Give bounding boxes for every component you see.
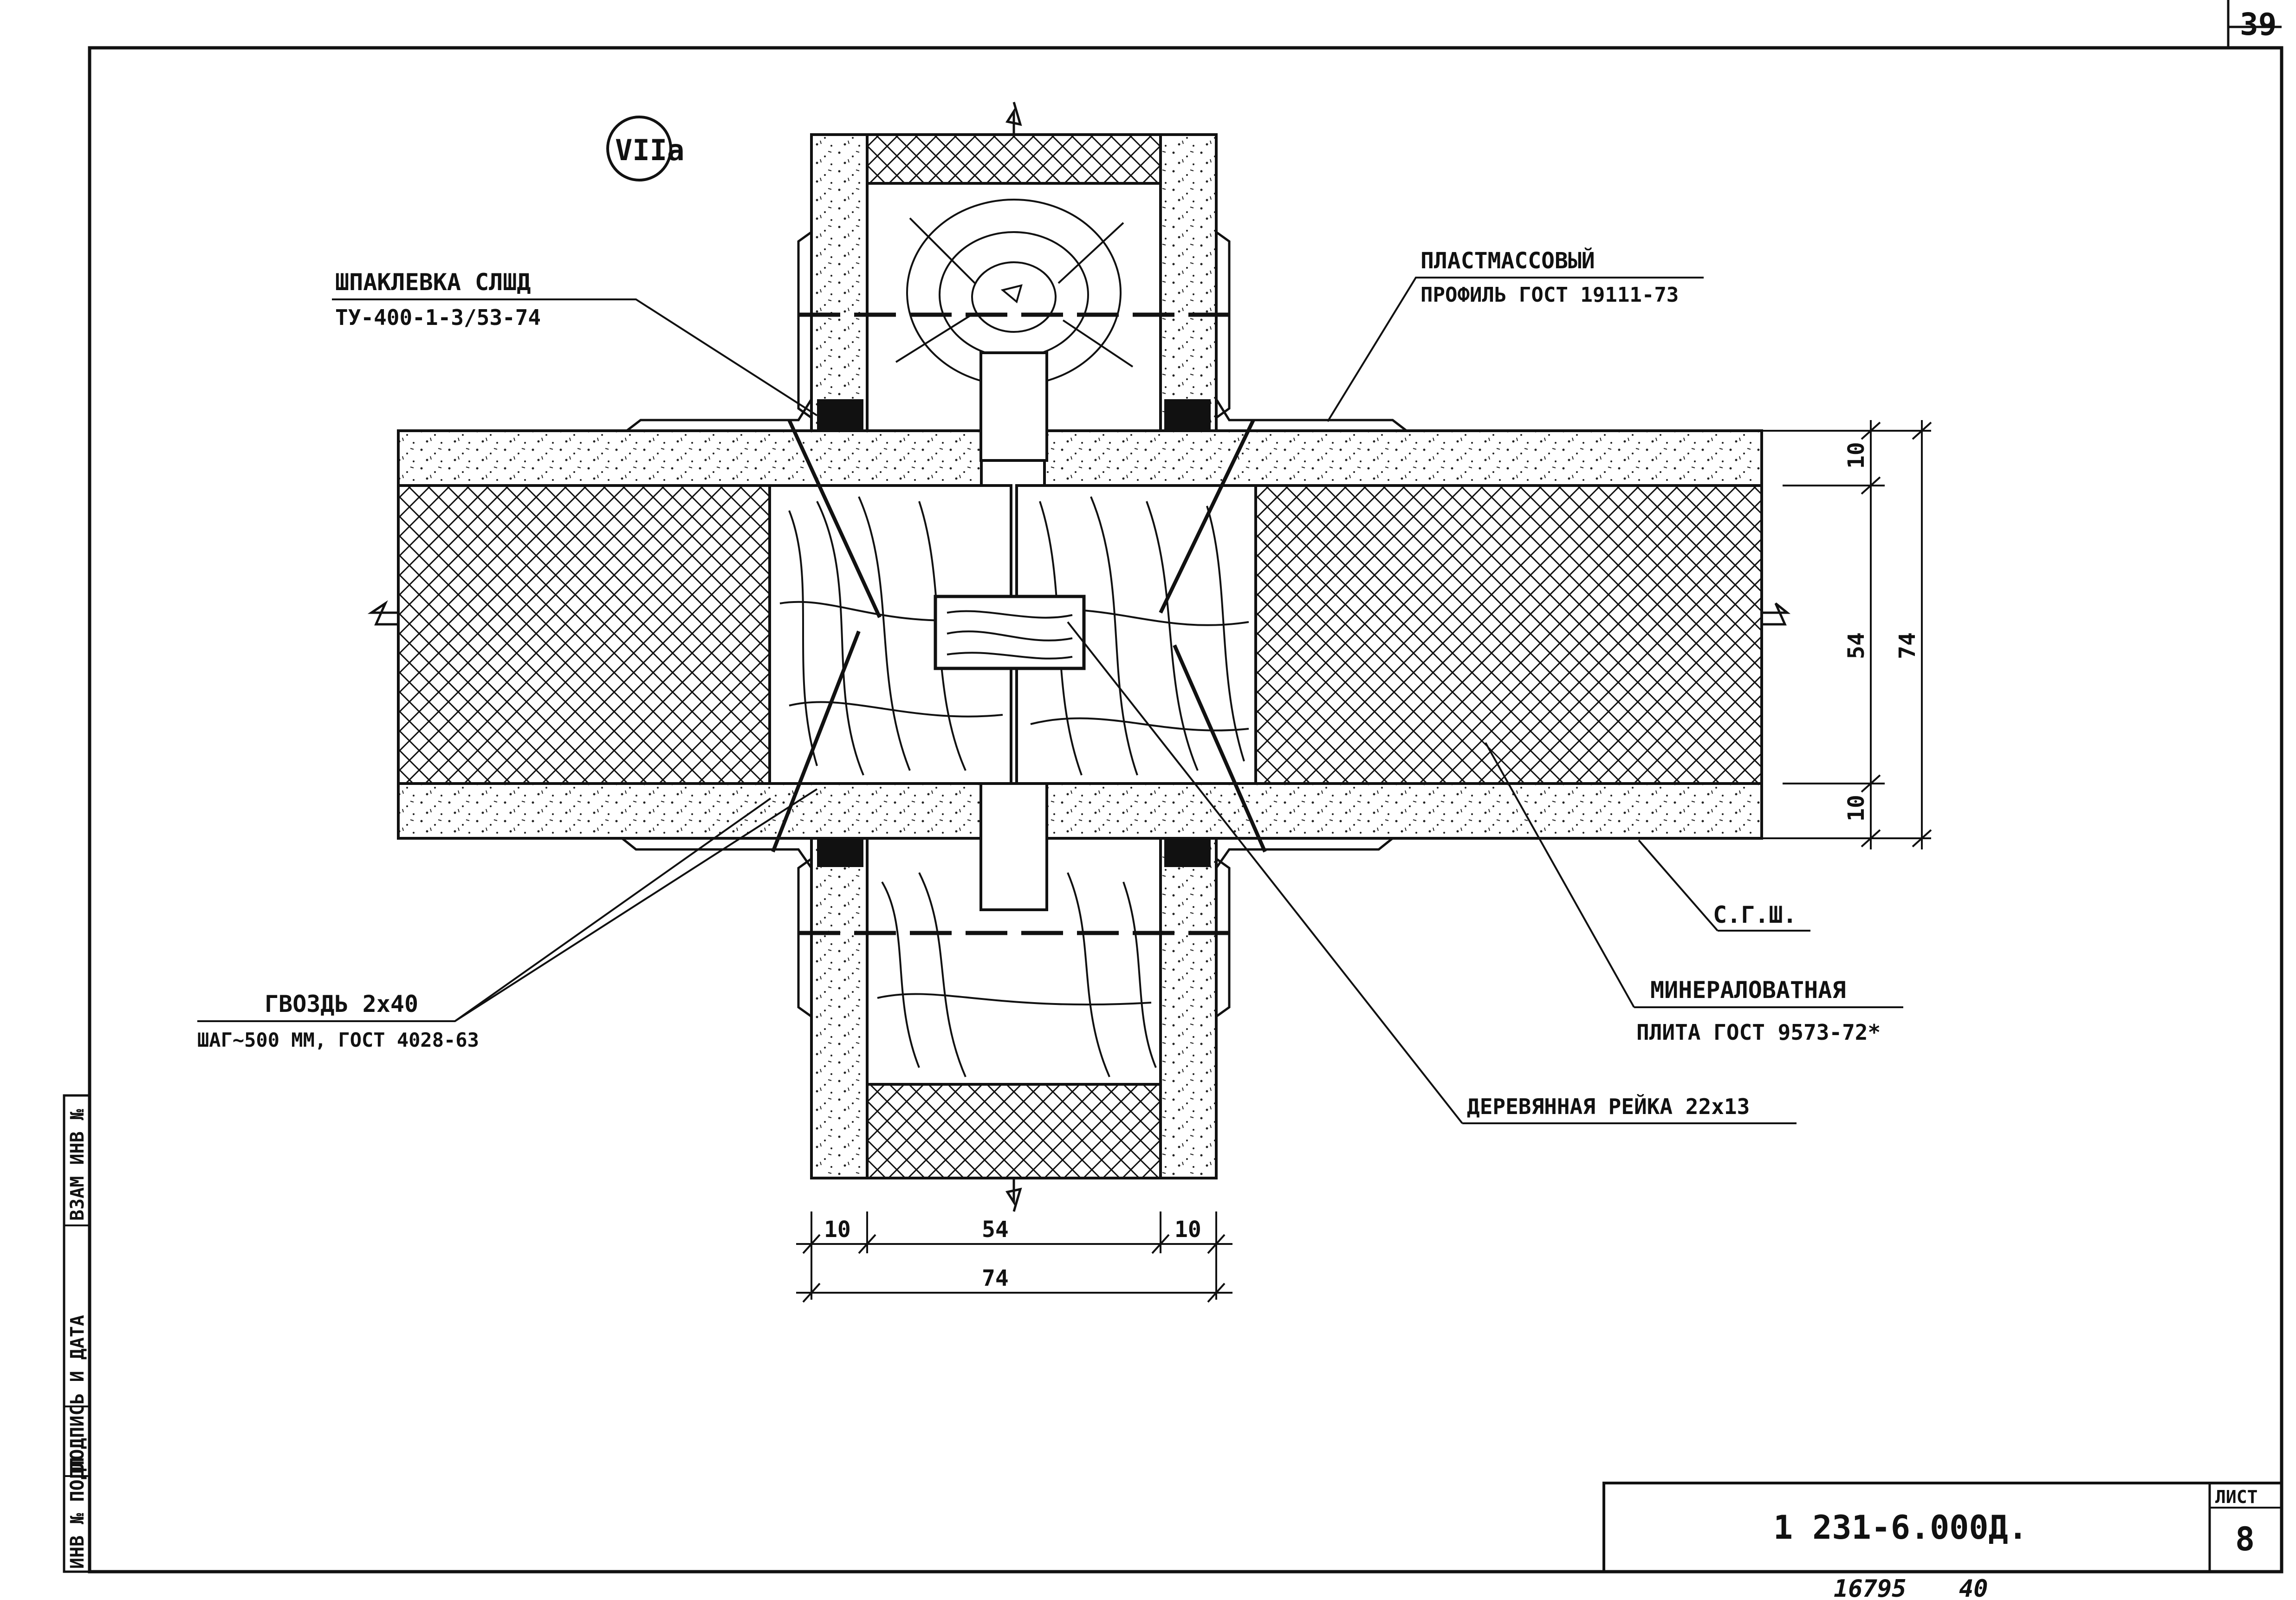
label-nail-line2: ШАГ~500 ММ, ГОСТ 4028-63 <box>197 1029 479 1051</box>
label-putty-line1: ШПАКЛЕВКА СЛШД <box>335 269 531 296</box>
mineral-wool-left <box>397 484 771 785</box>
corner-page-number: 39 <box>2240 6 2277 42</box>
dim-bottom-mid: 54 <box>982 1217 1009 1243</box>
section-mark: VIIa <box>606 116 684 181</box>
dim-right-mid: 54 <box>1843 632 1869 659</box>
vertical-member-bottom <box>797 782 1235 1212</box>
side-stamp-vzam-inv: ВЗАМ ИНВ № <box>67 1109 88 1221</box>
vertical-member-top <box>797 102 1235 462</box>
dim-bottom-right: 10 <box>1174 1217 1201 1243</box>
dim-bottom-total: 74 <box>982 1265 1009 1291</box>
label-csh: С.Г.Ш. <box>1713 901 1797 928</box>
putty-bottom-left <box>817 838 863 867</box>
document-code: 1 231-6.000Д. <box>1773 1509 2028 1547</box>
dim-right-bottom: 10 <box>1843 795 1869 822</box>
bottom-page: 40 <box>1959 1575 1988 1600</box>
dim-right-total: 74 <box>1894 632 1920 659</box>
dim-right-top: 10 <box>1843 442 1869 469</box>
putty-top-left <box>817 399 863 431</box>
dim-bottom-left: 10 <box>824 1217 851 1243</box>
label-mineral-line2: ПЛИТА ГОСТ 9573-72* <box>1636 1020 1881 1045</box>
side-stamp-inv-podl: ИНВ № ПОДЛ <box>67 1457 88 1569</box>
section-mark-label: VIIa <box>615 133 684 167</box>
label-nail-line1: ГВОЗДЬ 2х40 <box>265 991 418 1017</box>
label-wood-rail: ДЕРЕВЯННАЯ РЕЙКА 22х13 <box>1467 1094 1750 1119</box>
label-putty-line2: ТУ-400-1-3/53-74 <box>335 305 541 330</box>
horizontal-panel <box>367 429 1791 840</box>
nails <box>771 419 1267 853</box>
drawing-frame <box>88 0 2283 1574</box>
label-mineral-line1: МИНЕРАЛОВАТНАЯ <box>1650 977 1846 1004</box>
plastic-profiles <box>621 398 1407 869</box>
side-stamp: ИНВ № ПОДЛ ПОДПИСЬ И ДАТА ВЗАМ ИНВ № <box>63 1094 91 1573</box>
bottom-number: 16795 <box>1834 1575 1907 1600</box>
side-stamp-sign-date: ПОДПИСЬ И ДАТА <box>67 1315 88 1471</box>
label-plastic-line2: ПРОФИЛЬ ГОСТ 19111-73 <box>1420 283 1679 307</box>
putty-bottom-right <box>1164 838 1211 867</box>
label-plastic-line1: ПЛАСТМАССОВЫЙ <box>1420 247 1595 274</box>
mineral-wool-right <box>1254 484 1763 785</box>
dimensions-bottom <box>796 1211 1232 1303</box>
title-block <box>1602 1482 2283 1573</box>
leader-lines <box>197 277 1903 1124</box>
sheet-label: ЛИСТ <box>2215 1487 2258 1507</box>
dimensions-right <box>1762 420 1932 849</box>
sheet-number: 8 <box>2235 1520 2255 1558</box>
putty-top-right <box>1164 399 1211 431</box>
